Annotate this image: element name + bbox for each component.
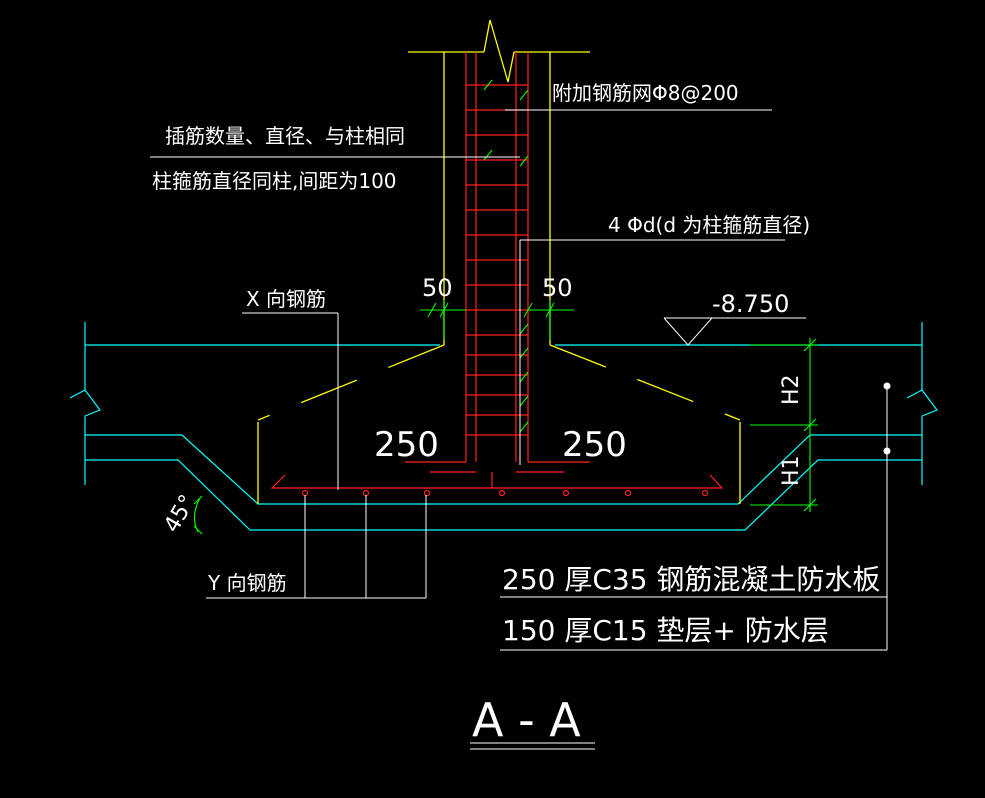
slab-note: 250 厚C35 钢筋混凝土防水板 [502, 563, 880, 596]
column-outline [257, 19, 741, 504]
dimension-marks [193, 79, 818, 535]
x-rebar-label: X 向钢筋 [246, 287, 326, 311]
concrete-outline [69, 322, 938, 531]
elevation-label: -8.750 [712, 290, 789, 318]
y-rebar-label: Y 向钢筋 [207, 571, 287, 595]
rebar-cage [270, 52, 724, 489]
dim-right-label: 250 [562, 425, 627, 465]
dowel-note-2: 柱箍筋直径同柱,间距为100 [152, 169, 397, 193]
cover-left-label: 50 [422, 274, 453, 302]
mesh-note: 附加钢筋网Φ8@200 [552, 81, 739, 105]
cushion-note: 150 厚C15 垫层+ 防水层 [502, 614, 829, 647]
leader-lines [150, 109, 888, 750]
h2-label: H2 [779, 374, 804, 405]
section-title: A - A [472, 693, 581, 747]
h1-label: H1 [779, 455, 804, 486]
stirrup-note: 4 Φd(d 为柱箍筋直径) [608, 213, 810, 237]
cover-right-label: 50 [542, 274, 573, 302]
dowel-note-1: 插筋数量、直径、与柱相同 [165, 124, 405, 148]
leader-dots [883, 382, 891, 455]
dim-left-label: 250 [374, 425, 439, 465]
